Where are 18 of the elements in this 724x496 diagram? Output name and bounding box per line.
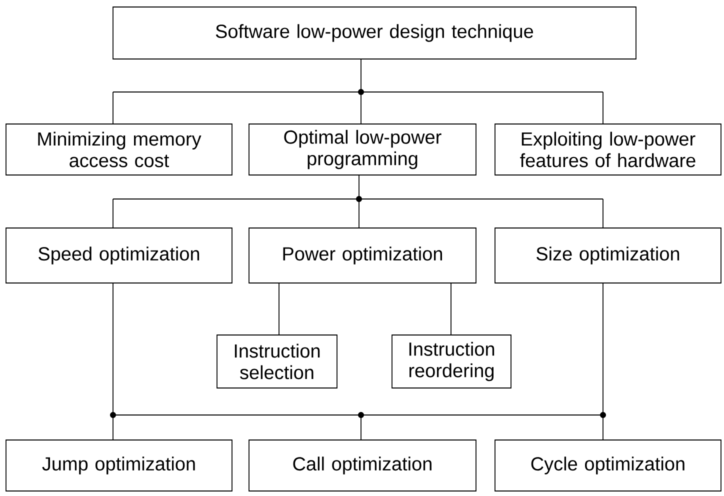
- process-box: Minimizing memory access cost: [6, 124, 232, 176]
- connector-line: [112, 92, 114, 124]
- connector-line: [450, 282, 452, 336]
- connector-line: [602, 92, 604, 124]
- connector-line: [112, 198, 114, 228]
- process-box: Jump optimization: [6, 440, 232, 492]
- process-box: Cycle optimization: [494, 440, 722, 492]
- connector-line: [602, 198, 604, 228]
- connector-line: [278, 282, 280, 336]
- process-box: Instruction reordering: [392, 334, 512, 388]
- process-box: Exploiting low-power features of hardware: [494, 124, 722, 176]
- process-box: Speed optimization: [6, 228, 232, 284]
- process-box: Software low-power design technique: [112, 6, 636, 60]
- process-box: Call optimization: [248, 440, 476, 492]
- process-box: Instruction selection: [216, 334, 338, 388]
- process-box: Power optimization: [248, 228, 476, 284]
- process-box: Size optimization: [494, 228, 722, 284]
- process-box: Optimal low-power programming: [248, 124, 476, 176]
